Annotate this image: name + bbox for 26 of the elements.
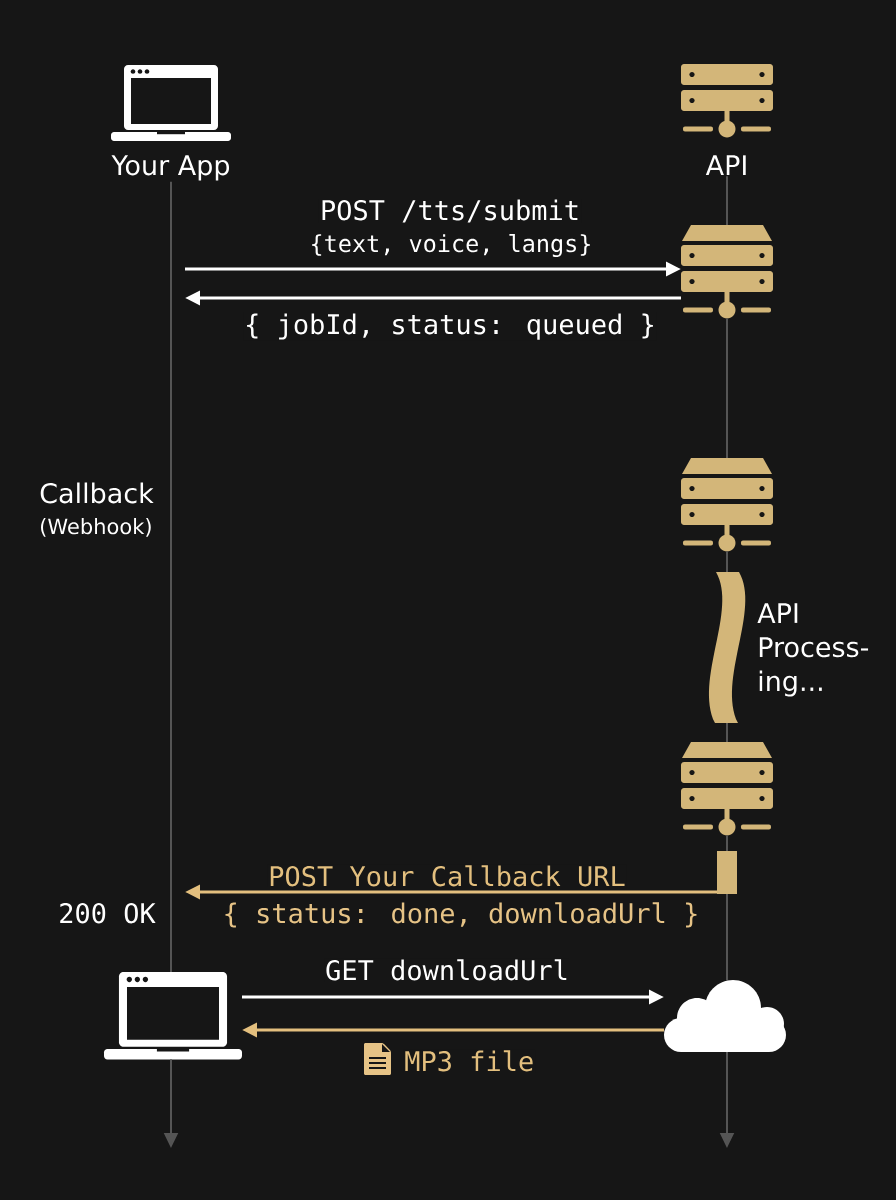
server-icon xyxy=(681,225,773,319)
edge-label: MP3 file xyxy=(403,1049,536,1073)
lifeline xyxy=(726,175,728,226)
side-note: (Webhook) xyxy=(41,518,151,537)
edge-label: { jobId, status: queued } xyxy=(243,312,657,341)
lifeline xyxy=(726,550,728,573)
activation-bar xyxy=(717,851,737,894)
caption-text: API Process- ing... xyxy=(757,603,869,697)
participant-label: Your App xyxy=(111,155,230,181)
participant-label: API xyxy=(705,155,746,175)
edge-label: POST Your Callback URL xyxy=(267,864,627,888)
status-text: 200 OK xyxy=(60,902,156,924)
edge-label: POST /tts/submit xyxy=(318,198,582,224)
edge-label: GET downloadUrl xyxy=(324,958,570,982)
server-icon xyxy=(681,458,773,552)
side-note: Callback xyxy=(40,482,154,504)
payload-text: { status: done, downloadUrl } xyxy=(225,902,697,928)
laptop-icon xyxy=(104,972,242,1060)
lifeline xyxy=(726,722,728,743)
lifeline xyxy=(170,180,172,973)
cloud-icon xyxy=(664,980,786,1052)
payload-text: {text, voice, langs} xyxy=(312,234,590,258)
lifeline xyxy=(726,893,728,981)
lifeline xyxy=(726,317,728,459)
lifeline xyxy=(726,834,728,852)
server-icon xyxy=(681,742,773,836)
